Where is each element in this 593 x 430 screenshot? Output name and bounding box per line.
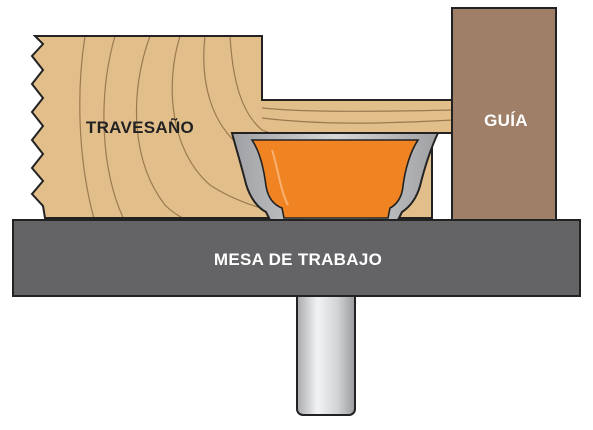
fence-label: GUÍA: [484, 111, 528, 130]
router-bit-shank: [296, 289, 356, 416]
fence: [451, 7, 557, 221]
work-table: [12, 219, 581, 297]
router-bit-cutter: [230, 132, 440, 221]
crosspiece-label: TRAVESAÑO: [86, 117, 194, 137]
cutter-carbide-orange: [250, 139, 420, 219]
table-label: MESA DE TRABAJO: [214, 250, 382, 269]
